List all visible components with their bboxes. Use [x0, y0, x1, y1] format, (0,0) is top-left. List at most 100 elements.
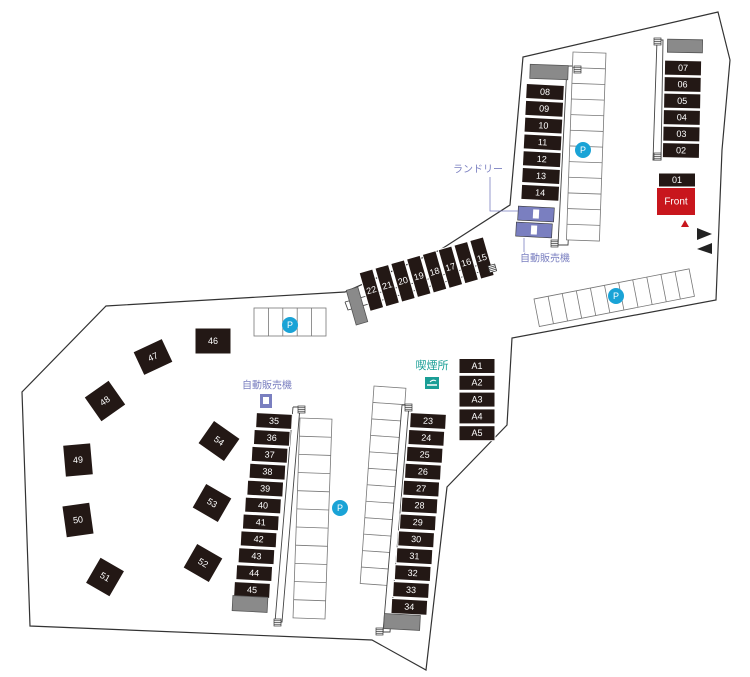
campsite-A5[interactable]: A5: [458, 425, 496, 442]
site-number: 34: [404, 602, 415, 613]
campsite-04[interactable]: 04: [662, 109, 701, 126]
campsite-14[interactable]: 14: [520, 183, 561, 202]
campsite-22[interactable]: 22: [358, 268, 385, 312]
site-number: A3: [471, 394, 482, 404]
site-number: 45: [247, 585, 258, 596]
vending-machine-icon[interactable]: [260, 394, 272, 408]
campsite-33[interactable]: 33: [392, 581, 430, 599]
parking-icon: P: [282, 317, 298, 333]
campsite-18[interactable]: 18: [421, 250, 448, 294]
campsite-10[interactable]: 10: [523, 116, 564, 135]
campsite-37[interactable]: 37: [250, 445, 289, 464]
campsite-09[interactable]: 09: [524, 99, 565, 118]
campsite-A2[interactable]: A2: [458, 374, 496, 391]
site-number: 13: [536, 171, 547, 182]
campsite-34[interactable]: 34: [390, 597, 429, 616]
site-plot: [255, 412, 293, 430]
site-number: 31: [409, 551, 420, 562]
parking-label: P: [613, 291, 619, 301]
site-plot: [400, 496, 439, 515]
stairs-icon: [550, 239, 559, 248]
site-plot: [358, 268, 385, 312]
campsite-30[interactable]: 30: [397, 530, 435, 549]
campsite-19[interactable]: 19: [405, 254, 432, 299]
parking-icon: P: [608, 288, 624, 304]
parking-label: P: [337, 503, 343, 513]
site-number: 18: [428, 265, 440, 277]
campsite-20[interactable]: 20: [390, 259, 416, 303]
campsite-43[interactable]: 43: [237, 547, 276, 566]
campsite-27[interactable]: 27: [402, 479, 441, 498]
campsite-01[interactable]: 01: [658, 172, 696, 188]
campsite-23[interactable]: 23: [409, 412, 447, 430]
site-number: 25: [419, 449, 430, 460]
site-plot: [469, 236, 495, 280]
site-number: 47: [146, 350, 159, 363]
campsite-41[interactable]: 41: [241, 513, 280, 532]
campsite-17[interactable]: 17: [437, 245, 464, 289]
site-plot: [84, 556, 126, 598]
campsite-25[interactable]: 25: [405, 445, 444, 464]
campsite-16[interactable]: 16: [453, 240, 480, 285]
campsite-15[interactable]: 15: [469, 236, 495, 280]
site-plot: [374, 263, 401, 308]
campsite-39[interactable]: 39: [246, 479, 285, 498]
campsite-03[interactable]: 03: [662, 125, 701, 143]
campsite-02[interactable]: 02: [661, 142, 701, 159]
entrance-arrow-icon: [697, 228, 712, 240]
front-desk[interactable]: Front: [657, 188, 695, 215]
campsite-54[interactable]: 54: [197, 419, 241, 463]
site-number: 17: [444, 261, 456, 273]
campsite-47[interactable]: 47: [132, 337, 174, 377]
site-number: 10: [538, 120, 549, 131]
site-plot: [521, 150, 562, 169]
campsite-12[interactable]: 12: [521, 150, 562, 169]
campsite-35[interactable]: 35: [255, 412, 293, 430]
campsite-26[interactable]: 26: [404, 462, 442, 481]
site-plot: [520, 183, 561, 202]
campsite-49[interactable]: 49: [62, 442, 94, 478]
campsite-51[interactable]: 51: [84, 556, 126, 598]
campsite-38[interactable]: 38: [248, 462, 287, 481]
site-number: 44: [249, 568, 260, 579]
site-plot: [404, 462, 442, 481]
campsite-24[interactable]: 24: [407, 428, 446, 447]
site-number: 15: [476, 252, 488, 264]
site-plot: [458, 374, 496, 391]
laundry-icon[interactable]: [517, 205, 555, 223]
campsite-52[interactable]: 52: [182, 542, 224, 584]
vending-machine-icon[interactable]: [515, 221, 553, 239]
campsite-08[interactable]: 08: [525, 82, 565, 102]
campsite-53[interactable]: 53: [191, 482, 233, 524]
site-plot: [437, 245, 464, 289]
campsite-32[interactable]: 32: [393, 564, 432, 583]
reserved-block: [383, 613, 421, 631]
campsite-06[interactable]: 06: [663, 76, 702, 93]
campsite-A1[interactable]: A1: [458, 358, 496, 374]
site-number: 54: [212, 434, 226, 448]
campsite-40[interactable]: 40: [244, 496, 282, 515]
site-plot: [663, 92, 702, 110]
campsite-42[interactable]: 42: [239, 530, 278, 549]
campsite-46[interactable]: 46: [194, 327, 232, 355]
campsite-A3[interactable]: A3: [458, 391, 496, 408]
stairs-icon: [297, 405, 306, 414]
site-number: 03: [676, 129, 686, 139]
site-plot: [61, 501, 95, 539]
site-number: A4: [471, 411, 482, 421]
campsite-31[interactable]: 31: [395, 547, 434, 566]
campsite-50[interactable]: 50: [61, 501, 95, 539]
campsite-13[interactable]: 13: [521, 166, 561, 186]
campsite-48[interactable]: 48: [83, 379, 127, 423]
campsite-36[interactable]: 36: [252, 428, 291, 447]
campsite-21[interactable]: 21: [374, 263, 401, 308]
campsite-44[interactable]: 44: [235, 564, 274, 583]
campsite-28[interactable]: 28: [400, 496, 439, 515]
campsite-05[interactable]: 05: [663, 92, 702, 110]
site-plot: [395, 547, 434, 566]
campsite-11[interactable]: 11: [522, 133, 563, 152]
campsite-A4[interactable]: A4: [458, 408, 496, 425]
campsite-07[interactable]: 07: [663, 59, 703, 77]
campsite-29[interactable]: 29: [398, 513, 437, 532]
